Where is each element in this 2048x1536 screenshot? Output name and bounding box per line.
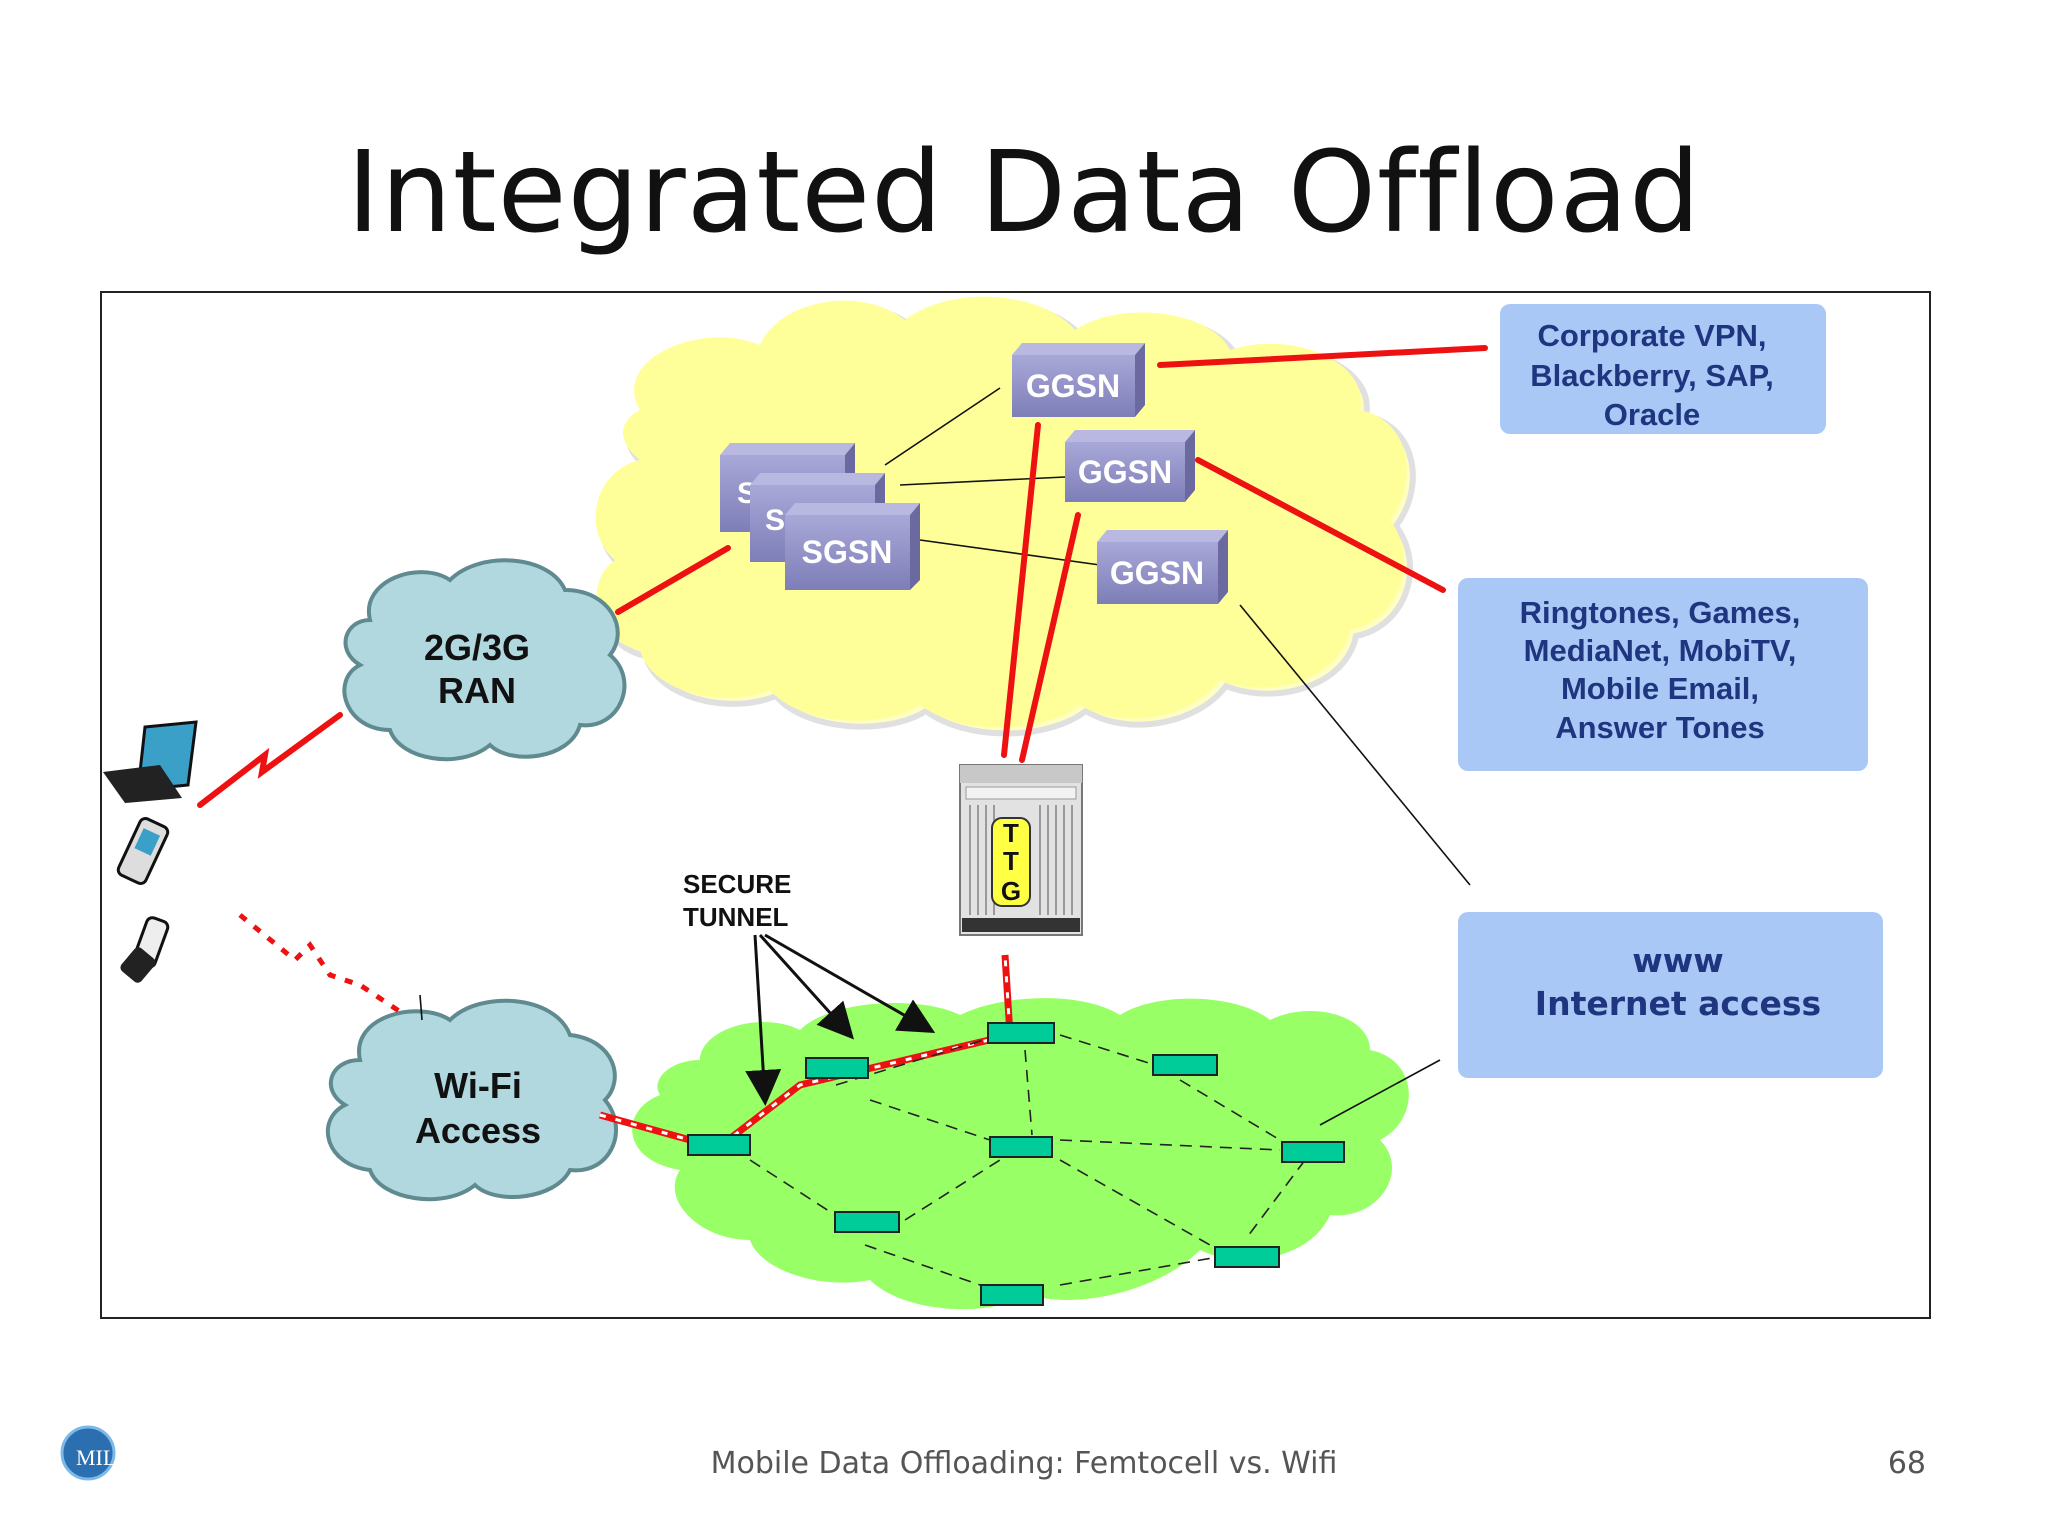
ttg-letter: G <box>1001 876 1021 906</box>
sgsn-stack: S S SGSN <box>720 443 920 590</box>
secure-tunnel-annotation: SECURE TUNNEL <box>683 869 936 1106</box>
wifi-radio-link <box>238 913 407 1018</box>
sgsn-box: SGSN <box>785 503 920 590</box>
wifi-label-line2: Access <box>415 1110 541 1151</box>
service-text: Oracle <box>1604 397 1701 432</box>
service-box-internet: www Internet access <box>1458 912 1883 1078</box>
mesh-node <box>834 1211 900 1233</box>
ggsn-label: GGSN <box>1110 555 1204 591</box>
ran-cloud: 2G/3G RAN <box>342 558 627 762</box>
mobile-phone-icon <box>116 817 170 885</box>
data-links <box>197 345 1488 808</box>
secure-tunnel-line2: TUNNEL <box>683 902 789 932</box>
service-text: Answer Tones <box>1555 710 1765 745</box>
service-text: Mobile Email, <box>1561 671 1759 706</box>
ggsn-box: GGSN <box>1097 530 1228 604</box>
secure-tunnel-path <box>599 954 1014 1154</box>
mesh-node <box>980 1284 1044 1306</box>
mesh-node <box>687 1134 751 1156</box>
service-box-corporate: Corporate VPN, Blackberry, SAP, Oracle <box>1500 304 1826 434</box>
mesh-node <box>805 1057 869 1079</box>
mesh-node <box>989 1136 1053 1158</box>
service-text: Internet access <box>1535 984 1821 1023</box>
ggsn-box: GGSN <box>1012 343 1145 417</box>
ttg-letter: T <box>1003 846 1019 876</box>
ggsn-label: GGSN <box>1026 368 1120 404</box>
service-text: MediaNet, MobiTV, <box>1524 633 1797 668</box>
laptop-icon <box>103 720 198 803</box>
milidetik-logo-icon: MILIDETIK <box>60 1425 190 1481</box>
mesh-node <box>1214 1246 1280 1268</box>
core-network-cloud <box>595 296 1416 737</box>
wifi-access-cloud: Wi-Fi Access <box>325 998 618 1202</box>
ggsn-label: GGSN <box>1078 454 1172 490</box>
service-text: Blackberry, SAP, <box>1530 358 1774 393</box>
ran-label-line1: 2G/3G <box>424 627 530 668</box>
service-text: Corporate VPN, <box>1537 318 1766 353</box>
service-box-content: Ringtones, Games, MediaNet, MobiTV, Mobi… <box>1458 578 1868 771</box>
mesh-node <box>1281 1141 1345 1163</box>
service-text: www <box>1632 941 1723 980</box>
wifi-label-line1: Wi-Fi <box>434 1065 522 1106</box>
slide-title: Integrated Data Offload <box>346 128 1702 258</box>
mesh-node <box>987 1022 1055 1044</box>
slide-footer: Mobile Data Offloading: Femtocell vs. Wi… <box>710 1446 1338 1481</box>
ggsn-boxes: GGSN GGSN GGSN <box>1012 343 1228 604</box>
flip-phone-icon <box>120 916 170 983</box>
ran-label-line2: RAN <box>438 670 516 711</box>
ttg-gateway: T T G <box>959 764 1083 936</box>
service-text: Ringtones, Games, <box>1520 595 1801 630</box>
secure-tunnel-line1: SECURE <box>683 869 791 899</box>
signalling-links <box>419 387 1471 1126</box>
mesh-links <box>749 1034 1306 1286</box>
sgsn-label: S <box>765 504 785 537</box>
logo-text: MILIDETIK <box>76 1445 190 1470</box>
mesh-nodes <box>687 1022 1345 1306</box>
page-number: 68 <box>1887 1446 1926 1481</box>
mesh-node <box>1152 1054 1218 1076</box>
sgsn-label: SGSN <box>802 534 893 570</box>
ttg-letter: T <box>1003 818 1019 848</box>
ggsn-box: GGSN <box>1065 430 1195 502</box>
